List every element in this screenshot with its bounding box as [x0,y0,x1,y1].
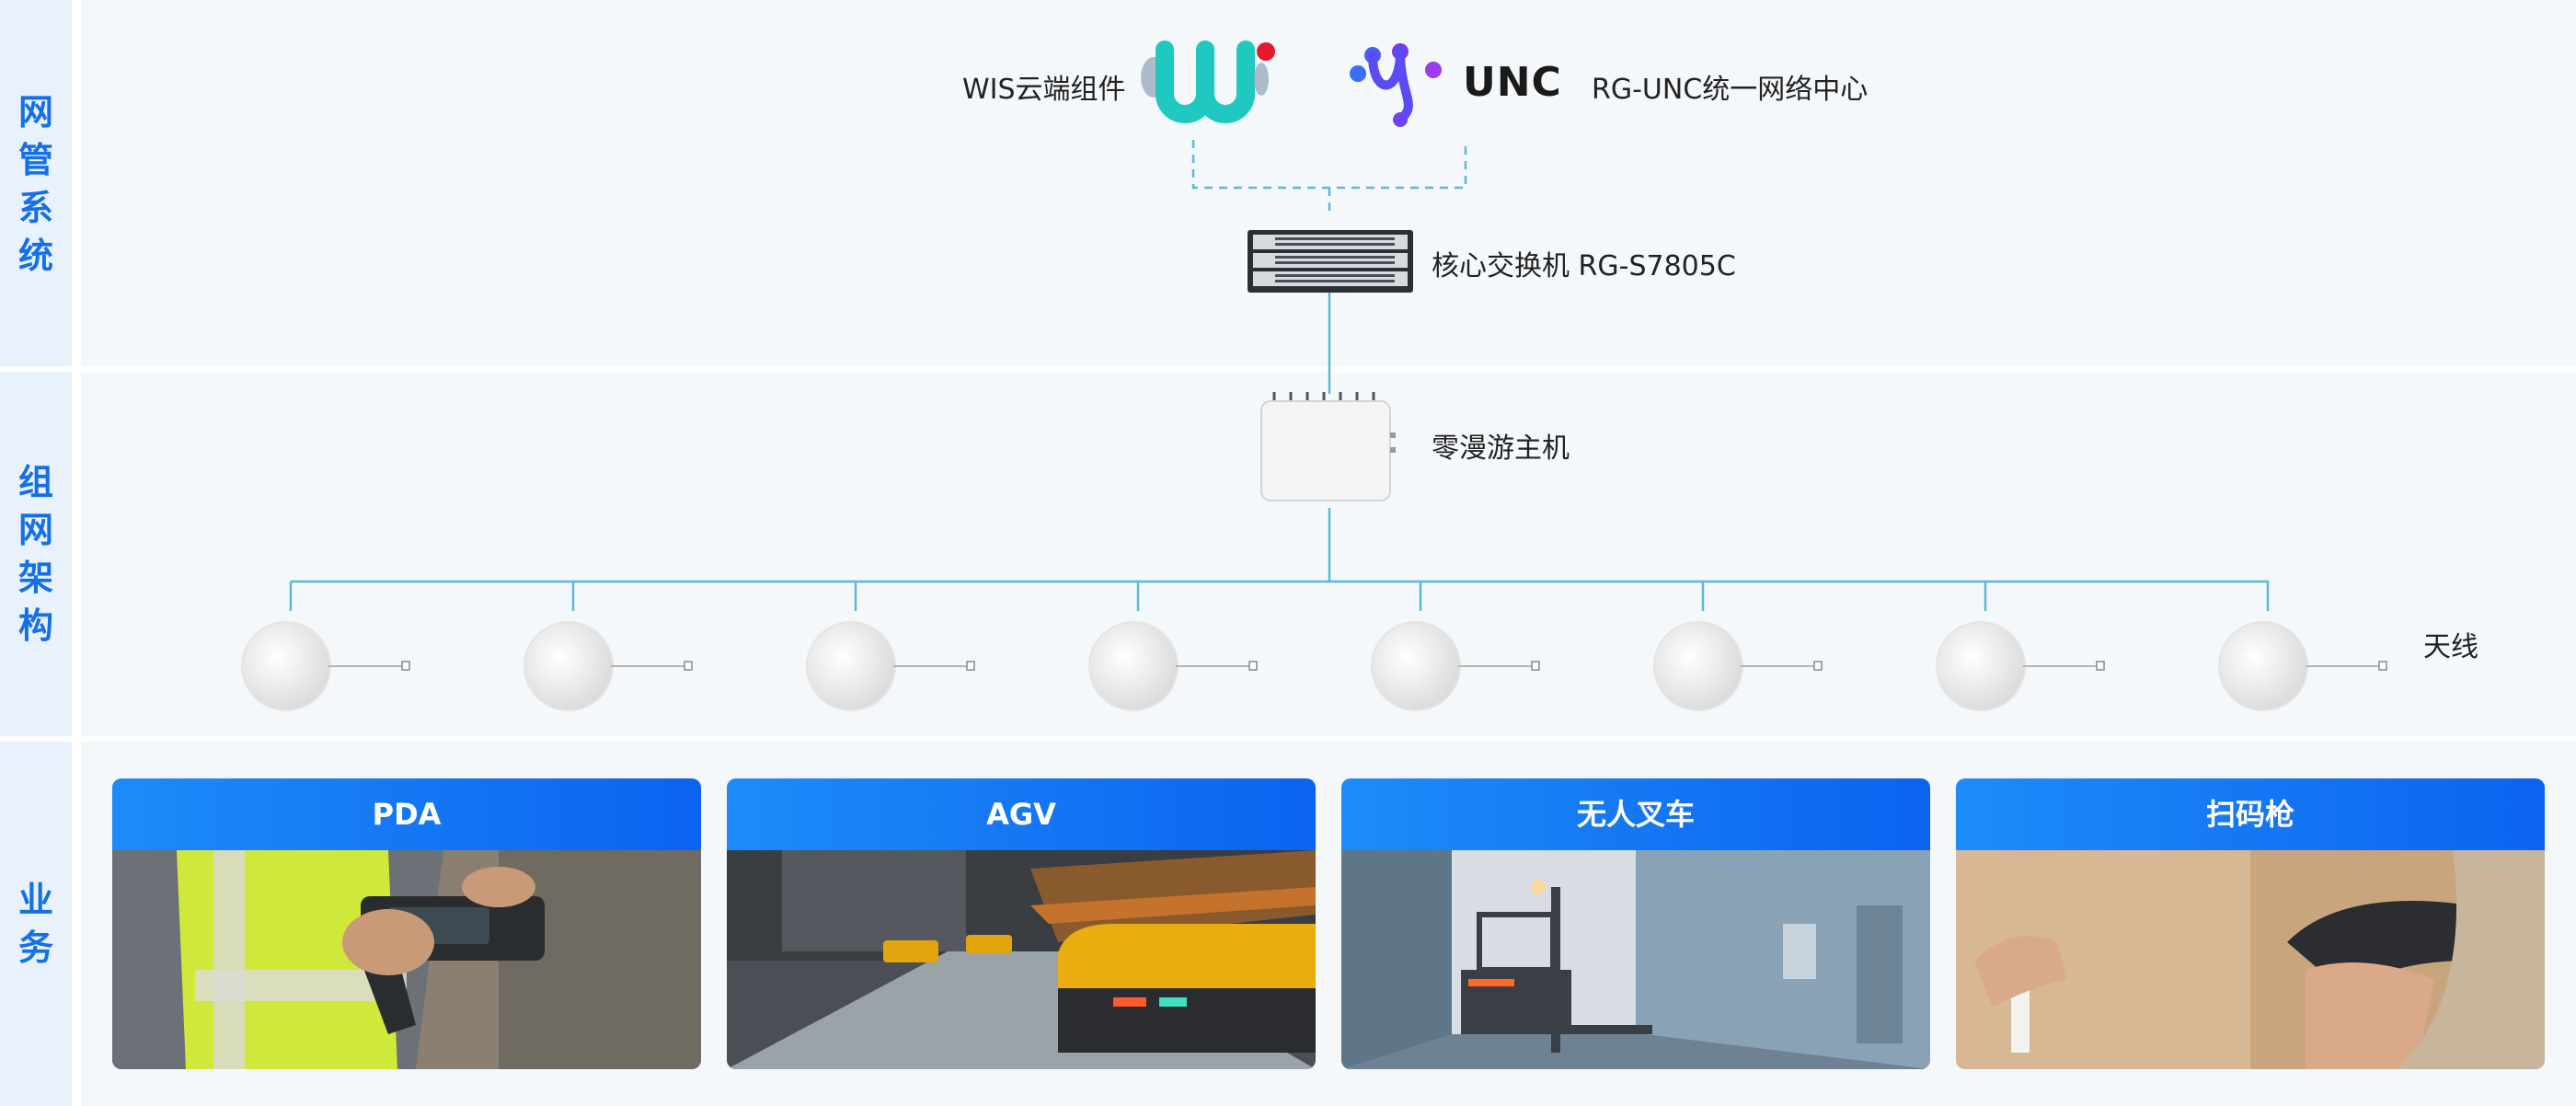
unc-label: RG-UNC统一网络中心 [1592,74,1869,106]
barcode-scanner-image [1956,850,2545,1069]
antenna-icon [806,621,975,711]
unc-logo-icon [1350,43,1442,127]
card-title: 无人叉车 [1341,778,1930,850]
antenna-drops [289,582,2270,611]
antenna-icon [1371,621,1540,711]
antenna-icon [241,621,410,711]
card-title: 扫码枪 [1956,778,2545,850]
antenna-icon [523,621,693,711]
core-switch-label: 核心交换机 RG-S7805C [1432,250,1736,282]
forklift-image [1341,850,1930,1069]
card-forklift: 无人叉车 [1341,778,1930,1069]
antenna-icon [1653,621,1823,711]
core-switch-icon [1248,230,1413,293]
business-cards: PDA AGV [0,736,2576,1106]
band-side: 组网架构 [0,372,72,736]
antenna-icon [1088,621,1258,711]
antenna-label: 天线 [2423,631,2478,663]
cloud-link-dashed [1191,140,1467,215]
band-label-mgmt: 网管系统 [17,92,53,276]
card-scanner: 扫码枪 [1956,778,2545,1069]
card-title: PDA [112,778,701,850]
wis-label: WIS云端组件 [962,74,1126,106]
topology-lines [289,140,2270,611]
card-agv: AGV [727,778,1316,1069]
worker-pda-image [112,850,701,1069]
band-side: 业务 [0,742,72,1106]
card-title: AGV [727,778,1316,850]
band-label-net: 组网架构 [17,462,53,646]
host-label: 零漫游主机 [1432,432,1570,465]
band-side: 网管系统 [0,0,72,366]
card-pda: PDA [112,778,701,1069]
wis-logo-icon [1141,40,1275,123]
antenna-icon [1936,621,2105,711]
band-label-biz: 业务 [17,880,53,968]
unc-logo-text: UNC [1463,59,1562,106]
agv-image [727,850,1316,1069]
antenna-icon [2218,621,2387,711]
host-device-icon [1260,392,1396,501]
